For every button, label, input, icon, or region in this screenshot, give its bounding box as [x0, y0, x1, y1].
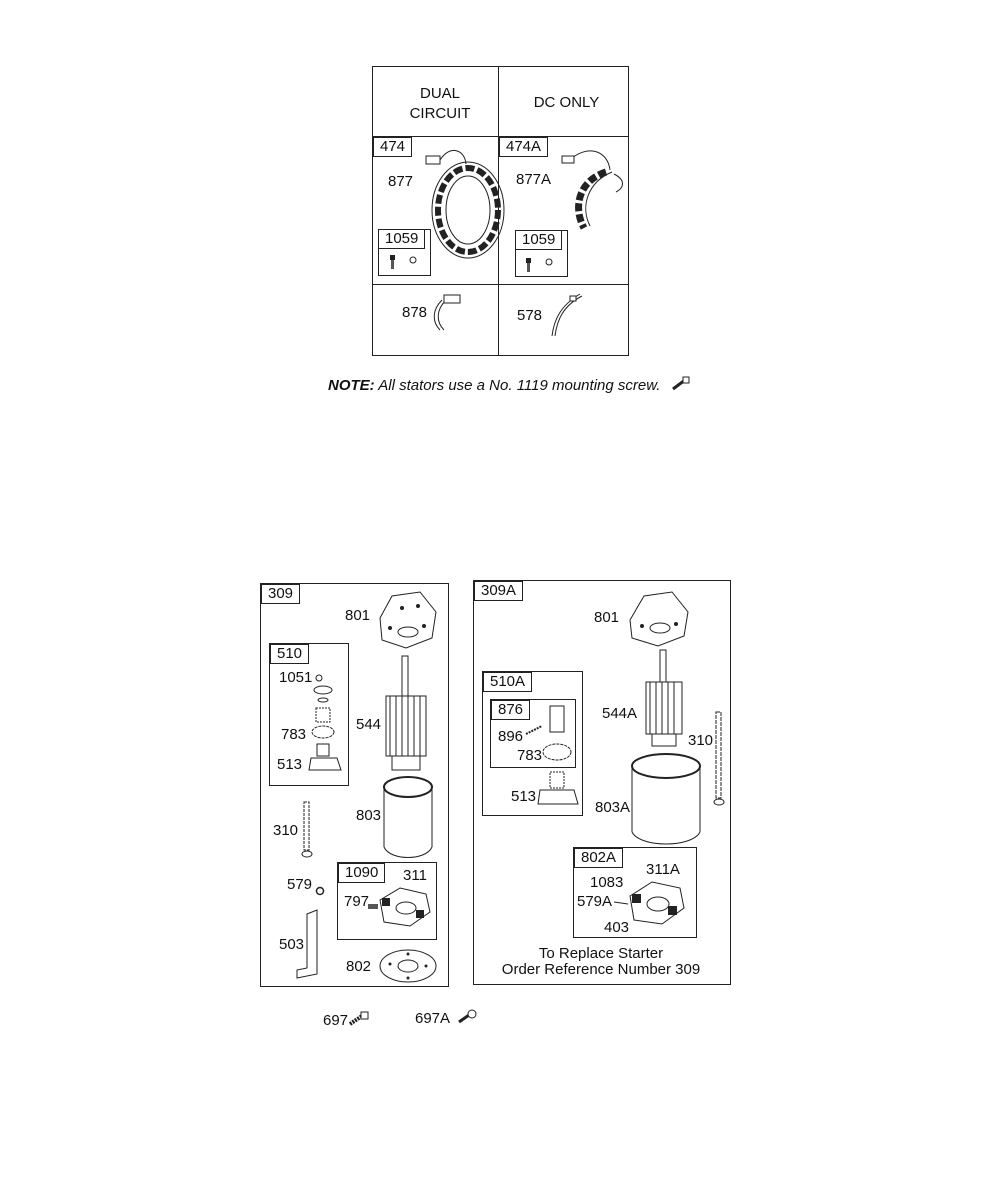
hardware-tag-1059-right: 1059 — [515, 230, 563, 250]
end-cap-kit-802a — [573, 847, 697, 938]
brush-holder-icon — [368, 882, 436, 932]
label-803: 803 — [356, 807, 382, 824]
label-579: 579 — [287, 876, 313, 893]
through-bolt-icon — [711, 710, 727, 810]
kit-tag-474a: 474A — [499, 137, 549, 157]
sub-kit-876 — [490, 699, 576, 768]
armature-icon — [378, 652, 438, 782]
table-row-divider-1 — [372, 136, 629, 137]
label-797: 797 — [344, 893, 370, 910]
label-1083: 1083 — [590, 874, 624, 891]
motor-housing-icon — [380, 773, 440, 863]
assembly-tag-309a: 309A — [474, 581, 524, 601]
col-header-dual-circuit: DUAL CIRCUIT — [409, 85, 471, 122]
end-cap-icon — [378, 946, 438, 986]
drive-kit-510 — [269, 643, 349, 786]
label-801-right: 801 — [594, 609, 620, 626]
wire-lead-icon — [546, 290, 586, 340]
starter-assembly-309a — [473, 580, 731, 985]
armature-icon — [640, 648, 690, 758]
mounting-screw-icon — [671, 377, 691, 391]
table-row-divider-2 — [372, 284, 629, 285]
hardware-box-right — [515, 230, 568, 277]
kit-tag-474: 474 — [373, 137, 413, 157]
through-bolt-icon — [299, 800, 315, 860]
label-311a: 311A — [646, 861, 680, 878]
stator-ring-icon — [420, 150, 510, 270]
replace-note-line2: Order Reference Number 309 — [501, 961, 701, 978]
pinion-icon — [536, 770, 586, 810]
label-1051: 1051 — [279, 669, 313, 686]
brush-kit-tag-1090: 1090 — [338, 863, 386, 883]
stator-segment-icon — [560, 146, 630, 236]
mounting-bracket-icon — [372, 588, 442, 653]
note-prefix: NOTE: — [328, 377, 375, 394]
replace-starter-note: To Replace Starter Order Reference Numbe… — [490, 946, 712, 978]
label-579a: 579A — [577, 893, 613, 910]
starter-assembly-309 — [260, 583, 449, 987]
replace-note-line1: To Replace Starter — [538, 945, 664, 962]
label-783-right: 783 — [517, 747, 543, 764]
screw-icon — [457, 1010, 479, 1024]
hardware-box-left — [378, 229, 431, 276]
label-877: 877 — [388, 173, 414, 190]
col-header-dc-only: DC ONLY — [533, 94, 600, 111]
drive-gear-stack-icon — [307, 670, 347, 780]
screw-and-nut-icon — [526, 258, 562, 272]
drive-kit-tag-510: 510 — [270, 644, 310, 664]
hardware-tag-1059-left: 1059 — [378, 229, 426, 249]
end-cap-kit-tag-802a: 802A — [574, 848, 624, 868]
assembly-tag-309: 309 — [261, 584, 301, 604]
label-578: 578 — [517, 307, 543, 324]
label-697a: 697A — [415, 1010, 451, 1027]
drive-kit-510a — [482, 671, 583, 816]
label-803a: 803A — [595, 799, 631, 816]
label-697: 697 — [323, 1012, 349, 1029]
label-513-left: 513 — [277, 756, 303, 773]
label-544a: 544A — [602, 705, 638, 722]
sub-kit-tag-876: 876 — [491, 700, 531, 720]
label-310-right: 310 — [688, 732, 714, 749]
wire-harness-icon — [430, 292, 470, 332]
brush-holder-icon — [612, 876, 692, 932]
label-877a: 877A — [516, 171, 552, 188]
nut-icon — [314, 885, 326, 897]
shield-bracket-icon — [293, 910, 323, 980]
drive-gear-icon — [524, 700, 574, 770]
label-403: 403 — [604, 919, 630, 936]
label-310-left: 310 — [273, 822, 299, 839]
label-802: 802 — [346, 958, 372, 975]
mounting-bracket-icon — [624, 590, 694, 650]
label-503: 503 — [279, 936, 305, 953]
screw-and-nut-icon — [390, 255, 426, 269]
stator-table-frame — [372, 66, 629, 356]
label-878: 878 — [402, 304, 428, 321]
motor-housing-icon — [628, 750, 708, 850]
brush-kit-1090 — [337, 862, 437, 940]
label-801-left: 801 — [345, 607, 371, 624]
note-text: All stators use a No. 1119 mounting scre… — [378, 377, 661, 394]
label-544: 544 — [356, 716, 382, 733]
label-896: 896 — [498, 728, 524, 745]
label-513-right: 513 — [511, 788, 537, 805]
screw-icon — [348, 1012, 370, 1026]
label-311: 311 — [403, 867, 427, 884]
stator-note: NOTE: All stators use a No. 1119 mountin… — [328, 377, 660, 394]
label-783-left: 783 — [281, 726, 307, 743]
drive-kit-tag-510a: 510A — [483, 672, 533, 692]
